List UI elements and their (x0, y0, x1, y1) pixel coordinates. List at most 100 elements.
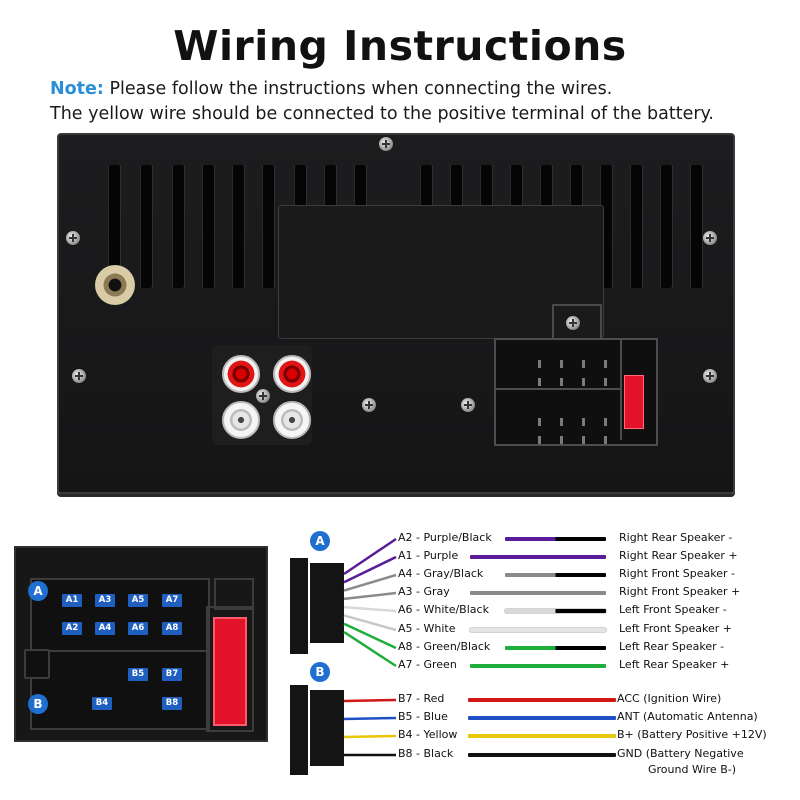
iso-pin (560, 418, 563, 426)
wire-destination: Left Front Speaker + (619, 622, 732, 635)
pin-label: A2 (62, 622, 82, 635)
vent-slot (202, 165, 214, 288)
pin-label: B7 (162, 668, 182, 681)
wire-label: A7 - Green (398, 658, 457, 671)
pin-label: A6 (128, 622, 148, 635)
iso-pin (560, 360, 563, 368)
pin-label: B4 (92, 697, 112, 710)
group-b-badge: B (310, 662, 330, 682)
wire-line (468, 698, 616, 702)
wire-label: A3 - Gray (398, 585, 450, 598)
pin-label: A4 (95, 622, 115, 635)
vent-slot (690, 165, 702, 288)
iso-pin (604, 418, 607, 426)
pin-label: B8 (162, 697, 182, 710)
wire-label: A2 - Purple/Black (398, 531, 492, 544)
wire-line (468, 734, 616, 738)
wire-fan (343, 622, 397, 650)
wire-line (468, 716, 616, 720)
fuse-icon (624, 375, 644, 429)
vent-slot (660, 165, 672, 288)
iso-pin (604, 360, 607, 368)
wire-fan (343, 614, 397, 632)
vent-slot (140, 165, 152, 288)
wire-line (470, 628, 606, 632)
closeup-badge-a: A (28, 581, 48, 601)
iso-pin (538, 418, 541, 426)
iso-bracket (552, 304, 602, 338)
note-line-2: The yellow wire should be connected to t… (50, 104, 714, 124)
vent-slot (630, 165, 642, 288)
wire-destination: Right Rear Speaker + (619, 549, 738, 562)
screw-icon (703, 369, 717, 383)
screw-icon (362, 398, 376, 412)
iso-pin (604, 378, 607, 386)
wire-fan (343, 591, 397, 601)
vent-slot (232, 165, 244, 288)
group-a-badge: A (310, 531, 330, 551)
screw-icon (379, 137, 393, 151)
iso-pin (538, 360, 541, 368)
wire-fan (343, 698, 397, 703)
plug-a-tab (288, 556, 310, 656)
wire-label: B7 - Red (398, 692, 445, 705)
wire-destination: Right Front Speaker + (619, 585, 741, 598)
wire-label: B5 - Blue (398, 710, 448, 723)
wire-line (470, 664, 606, 668)
screw-icon (566, 316, 580, 330)
wire-destination-cont: Ground Wire B-) (648, 763, 736, 776)
note-text: Please follow the instructions when conn… (109, 79, 613, 99)
connector-panel (278, 205, 604, 339)
pin-label: B5 (128, 668, 148, 681)
iso-divider (496, 388, 620, 390)
wire-destination: GND (Battery Negative (617, 747, 744, 760)
wire-fan (343, 605, 397, 613)
plug-b-tab (288, 683, 310, 777)
wire-fan (343, 537, 397, 576)
wire-label: A6 - White/Black (398, 603, 489, 616)
closeup-divider (32, 650, 206, 652)
wire-destination: B+ (Battery Positive +12V) (617, 728, 767, 741)
wire-destination: Right Rear Speaker - (619, 531, 733, 544)
wire-destination: Left Front Speaker - (619, 603, 727, 616)
wire-destination: Left Rear Speaker - (619, 640, 725, 653)
iso-pin (538, 378, 541, 386)
iso-pin (538, 436, 541, 444)
wire-label: B4 - Yellow (398, 728, 458, 741)
iso-pin (560, 378, 563, 386)
wire-label: B8 - Black (398, 747, 454, 760)
iso-pin (582, 378, 585, 386)
wire-destination: ACC (Ignition Wire) (617, 692, 722, 705)
iso-pin (560, 436, 563, 444)
vent-slot (262, 165, 274, 288)
wire-fan (343, 716, 397, 721)
wire-line (468, 753, 616, 757)
closeup-badge-b: B (28, 694, 48, 714)
page-title: Wiring Instructions (173, 22, 627, 70)
closeup-housing (30, 578, 210, 730)
rca-red-left-icon (222, 355, 260, 393)
wire-fan (343, 573, 397, 592)
vent-slot (172, 165, 184, 288)
closeup-side-box (214, 578, 254, 610)
iso-pin (582, 418, 585, 426)
iso-pin (582, 436, 585, 444)
screw-icon (256, 389, 270, 403)
wire-line (505, 573, 606, 577)
screw-icon (66, 231, 80, 245)
wire-fan (343, 630, 397, 668)
wire-line (470, 591, 606, 595)
pin-label: A7 (162, 594, 182, 607)
wire-fan (343, 734, 397, 739)
iso-divider (620, 340, 622, 440)
rca-white-right-icon (273, 401, 311, 439)
closeup-fuse-box (206, 606, 254, 732)
pin-label: A8 (162, 622, 182, 635)
note-line-1: Note: Please follow the instructions whe… (50, 79, 612, 99)
wire-line (505, 609, 606, 613)
wire-destination: ANT (Automatic Antenna) (617, 710, 758, 723)
rca-red-right-icon (273, 355, 311, 393)
iso-pin (582, 360, 585, 368)
note-label: Note: (50, 79, 104, 99)
closeup-notch (24, 649, 50, 679)
